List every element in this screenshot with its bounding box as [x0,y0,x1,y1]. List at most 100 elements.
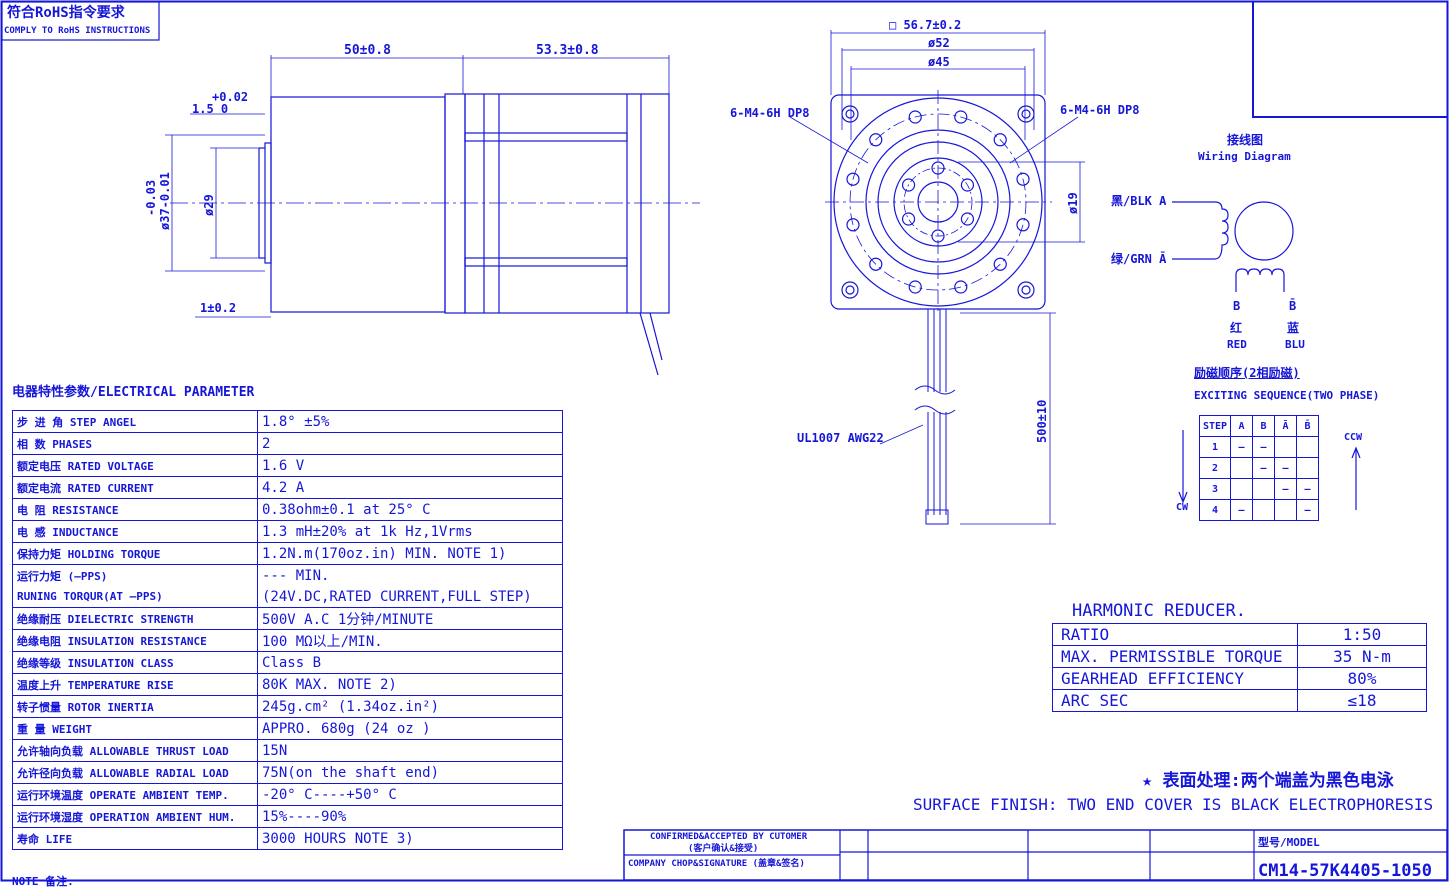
ccw-label: CCW [1344,432,1363,443]
phase-cell: — [1274,457,1297,479]
exciting-header-cell: Ā [1274,415,1297,437]
wire-b: B [1233,299,1241,313]
wire-blu-cn: 蓝 [1287,321,1300,335]
param-value: 3000 HOURS NOTE 3) [257,827,563,850]
flange-hole [954,280,968,294]
output-hole [960,212,975,226]
param-name: 相 数 PHASES [12,432,258,455]
table-row: 运行环境温度 OPERATE AMBIENT TEMP.-20° C----+5… [12,783,563,806]
wire-red-cn: 红 [1230,321,1243,335]
exciting-title-en: EXCITING SEQUENCE(TWO PHASE) [1194,389,1380,402]
phase-cell: — [1230,499,1253,521]
phase-cell: — [1230,436,1253,458]
param-name: 转子惯量 ROTOR INERTIA [12,695,258,718]
phase-cell: — [1252,436,1275,458]
param-value: 75N(on the shaft end) [257,761,563,784]
spec-name: MAX. PERMISSIBLE TORQUE [1052,645,1298,668]
wire-blu: BLU [1285,338,1305,351]
dim-shoulder: 1±0.2 [200,301,237,315]
output-hole [901,178,916,192]
wire-b-bar: B̄ [1289,299,1297,313]
param-name: 电 阻 RESISTANCE [12,498,258,521]
front-view [789,30,1085,525]
param-value: 2 [257,432,563,455]
spec-name: RATIO [1052,623,1298,646]
table-row: RUNING TORQUR(AT —PPS)(24V.DC,RATED CURR… [12,586,563,608]
param-value: Class B [257,651,563,674]
step-cell: 1 [1199,436,1231,458]
model-number: CM14-57K4405-1050 [1258,861,1432,881]
dim-flange-dia: ø37-0.01 [158,172,172,230]
phase-cell [1274,436,1297,458]
spec-value: ≤18 [1297,689,1427,712]
param-value: 1.6 V [257,454,563,477]
param-value: APPRO. 680g (24 oz ) [257,717,563,740]
step-cell: 4 [1199,499,1231,521]
param-name: RUNING TORQUR(AT —PPS) [12,586,258,608]
exciting-header-cell: B [1252,415,1275,437]
flange-hole [954,110,968,124]
param-value: 15%----90% [257,805,563,828]
spec-value: 35 N-m [1297,645,1427,668]
phase-cell: — [1274,478,1297,500]
phase-cell [1296,436,1319,458]
param-value: -20° C----+50° C [257,783,563,806]
phase-cell: — [1296,499,1319,521]
flange-hole [846,218,860,232]
confirm-label: CONFIRMED&ACCEPTED BY CUTOMER [650,832,808,842]
wiring-title-cn: 接线图 [1227,133,1264,147]
wire-red: RED [1227,338,1247,351]
dim-body-length: 50±0.8 [344,43,391,58]
param-value: 1.2N.m(170oz.in) MIN. NOTE 1) [257,542,563,565]
corner-mount-hole [841,281,859,299]
cw-label: CW [1176,502,1189,513]
param-name: 保持力矩 HOLDING TORQUE [12,542,258,565]
phase-cell: — [1296,478,1319,500]
rohs-title-en: COMPLY TO RoHS INSTRUCTIONS [4,26,151,36]
param-value: 245g.cm² (1.34oz.in²) [257,695,563,718]
wiring-title-en: Wiring Diagram [1198,150,1291,163]
param-name: 额定电压 RATED VOLTAGE [12,454,258,477]
param-value: 4.2 A [257,476,563,499]
flange-hole [993,133,1007,147]
exciting-row: 1—— [1199,436,1319,458]
corner-mount-hole [841,105,859,123]
side-view [165,55,700,376]
harmonic-title: HARMONIC REDUCER. [1072,601,1246,621]
param-name: 电 感 INDUCTANCE [12,520,258,543]
flange-hole [993,257,1007,271]
corner-mount-hole [1017,281,1035,299]
surface-finish-en: SURFACE FINISH: TWO END COVER IS BLACK E… [913,795,1434,814]
param-name: 绝缘电阻 INSULATION RESISTANCE [12,629,258,652]
dim-shaft-dia: ø29 [202,194,216,216]
param-value: 1.8° ±5% [257,410,563,433]
param-name: 允许径向负载 ALLOWABLE RADIAL LOAD [12,761,258,784]
title-block [623,829,1448,881]
dim-bc52: ø52 [928,36,950,50]
table-row: ARC SEC≤18 [1052,689,1427,712]
param-name: 运行力矩 (—PPS) [12,564,258,586]
phase-cell [1252,499,1275,521]
confirm-label-cn: (客户确认&接受) [688,844,759,854]
corner-mount-hole-inner [1021,285,1031,295]
dim-lead-length: 500±10 [1035,399,1049,443]
phase-cell [1252,478,1275,500]
param-value: 500V A.C 1分钟/MINUTE [257,607,563,630]
param-name: 额定电流 RATED CURRENT [12,476,258,499]
param-value: 1.3 mH±20% at 1k Hz,1Vrms [257,520,563,543]
